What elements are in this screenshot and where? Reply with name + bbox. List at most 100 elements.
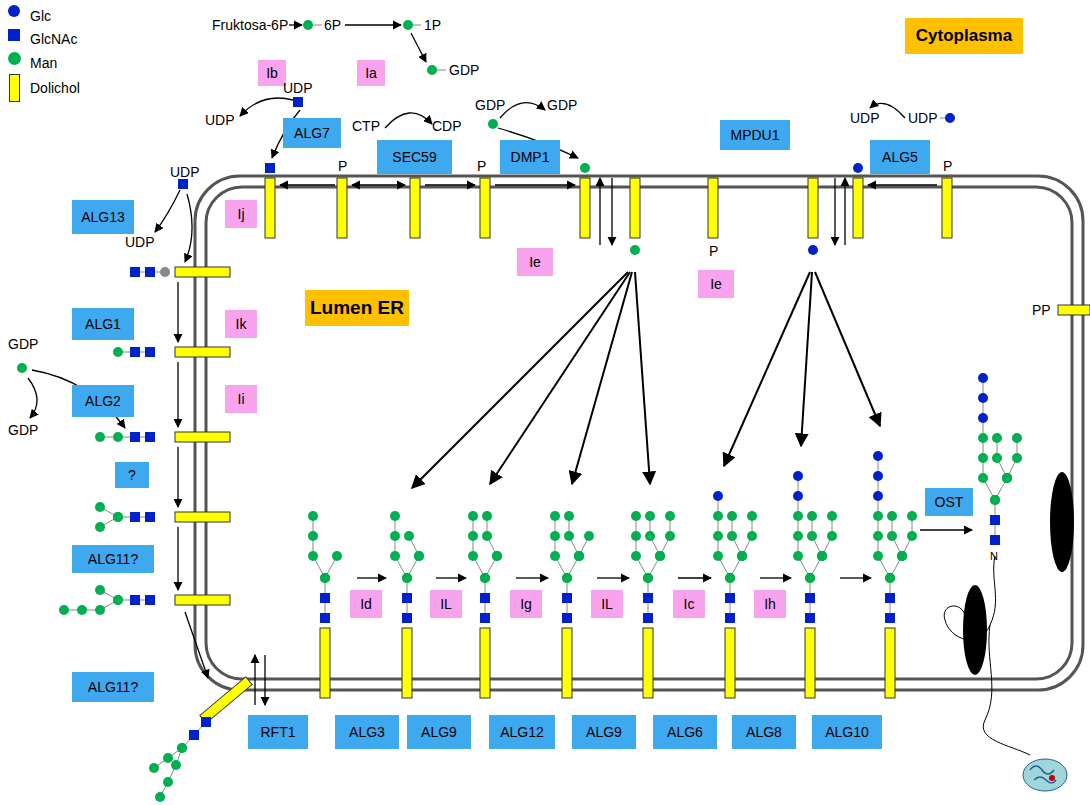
sugar-circle <box>163 777 173 787</box>
molecule-label: P <box>338 158 347 174</box>
sugar-circle <box>427 65 437 75</box>
step-box: Ia <box>357 60 385 86</box>
enzyme-box: ALG5 <box>870 140 930 174</box>
sugar-circle <box>907 531 917 541</box>
step-box: Ie <box>517 248 553 276</box>
sugar-circle <box>303 20 313 30</box>
box-text: Ik <box>236 316 247 332</box>
glcnac-square <box>189 730 199 740</box>
glcnac-square <box>885 613 895 623</box>
sugar-circle <box>492 551 502 561</box>
enzyme-box: DMP1 <box>500 140 560 174</box>
enzyme-box: ALG6 <box>653 715 717 749</box>
glcnac-square <box>145 267 155 277</box>
sugar-circle <box>402 573 412 583</box>
sugar-circle <box>320 573 330 583</box>
sugar-circle <box>580 163 590 173</box>
box-text: ALG8 <box>746 724 782 740</box>
molecule-label: Fruktosa-6P <box>212 17 288 33</box>
molecule-label: UDP <box>125 234 155 250</box>
sugar-circle <box>160 267 170 277</box>
enzyme-box: MPDU1 <box>720 120 790 150</box>
glcnac-square <box>885 593 895 603</box>
glcnac-square <box>402 593 412 603</box>
sugar-circle <box>390 551 400 561</box>
legend-text: Dolichol <box>30 80 80 96</box>
molecule-label: UDP <box>850 110 880 126</box>
sugar-circle <box>390 511 400 521</box>
molecule-label: GDP <box>475 97 505 113</box>
sugar-circle <box>17 363 27 373</box>
legend-text: Man <box>30 55 57 71</box>
sugar-circle <box>873 511 883 521</box>
glcnac-square <box>805 593 815 603</box>
sugar-circle <box>873 491 883 501</box>
sugar-circle <box>1012 433 1022 443</box>
molecule-label: 6P <box>324 17 341 33</box>
sugar-circle <box>817 551 827 561</box>
legend-swatch <box>8 52 21 65</box>
sugar-circle <box>95 432 105 442</box>
glcnac-square <box>725 613 735 623</box>
molecule-label: P <box>477 158 486 174</box>
box-text: MPDU1 <box>730 127 779 143</box>
sugar-circle <box>562 573 572 583</box>
step-box: Ik <box>225 310 257 338</box>
sugar-circle <box>945 113 955 123</box>
box-text: ? <box>128 467 136 483</box>
sugar-circle <box>149 763 159 773</box>
sugar-circle <box>562 573 572 583</box>
sugar-circle <box>59 605 69 615</box>
sugar-circle <box>793 531 803 541</box>
box-text: Ic <box>684 596 695 612</box>
sugar-circle <box>95 502 105 512</box>
sugar-circle <box>978 373 988 383</box>
box-text: ALG9 <box>586 724 622 740</box>
enzyme-box: ALG11? <box>72 672 154 702</box>
sugar-circle <box>990 495 1000 505</box>
box-text: ALG2 <box>85 393 121 409</box>
sugar-circle <box>725 573 735 583</box>
box-text: ALG5 <box>882 149 918 165</box>
box-text: ALG6 <box>667 724 703 740</box>
sugar-circle <box>887 511 897 521</box>
sugar-circle <box>492 551 502 561</box>
step-box: IL <box>430 590 462 618</box>
sugar-circle <box>727 531 737 541</box>
sugar-circle <box>468 551 478 561</box>
sugar-circle <box>737 551 747 561</box>
enzyme-box: ALG11? <box>72 545 154 573</box>
step-box: Id <box>350 590 382 618</box>
sugar-circle <box>468 511 478 521</box>
sugar-circle <box>332 551 342 561</box>
sugar-circle <box>747 511 757 521</box>
glcnac-square <box>402 613 412 623</box>
sugar-circle <box>808 245 818 255</box>
sugar-circle <box>403 20 413 30</box>
sugar-circle <box>727 511 737 521</box>
glcnac-square <box>643 593 653 603</box>
sugar-circle <box>574 551 584 561</box>
glcnac-square <box>990 515 1000 525</box>
sugar-circle <box>655 551 665 561</box>
sugar-circle <box>482 511 492 521</box>
molecule-label: P <box>943 158 952 174</box>
sugar-circle <box>95 605 105 615</box>
sugar-circle <box>713 531 723 541</box>
glcnac-square <box>990 535 1000 545</box>
sugar-circle <box>177 743 187 753</box>
glcnac-square <box>130 347 140 357</box>
glycan-bond <box>313 25 322 26</box>
sugar-circle <box>897 551 907 561</box>
box-text: Ig <box>520 596 532 612</box>
molecule-label: CTP <box>352 118 380 134</box>
sugar-circle <box>1002 473 1012 483</box>
molecule-label: UDP <box>205 112 235 128</box>
box-text: Ie <box>529 254 541 270</box>
molecule-label: UDP <box>283 80 313 96</box>
sugar-circle <box>713 551 723 561</box>
enzyme-box: ALG13 <box>72 200 134 234</box>
sugar-circle <box>992 433 1002 443</box>
glcnac-square <box>643 613 653 623</box>
glcnac-square <box>145 512 155 522</box>
